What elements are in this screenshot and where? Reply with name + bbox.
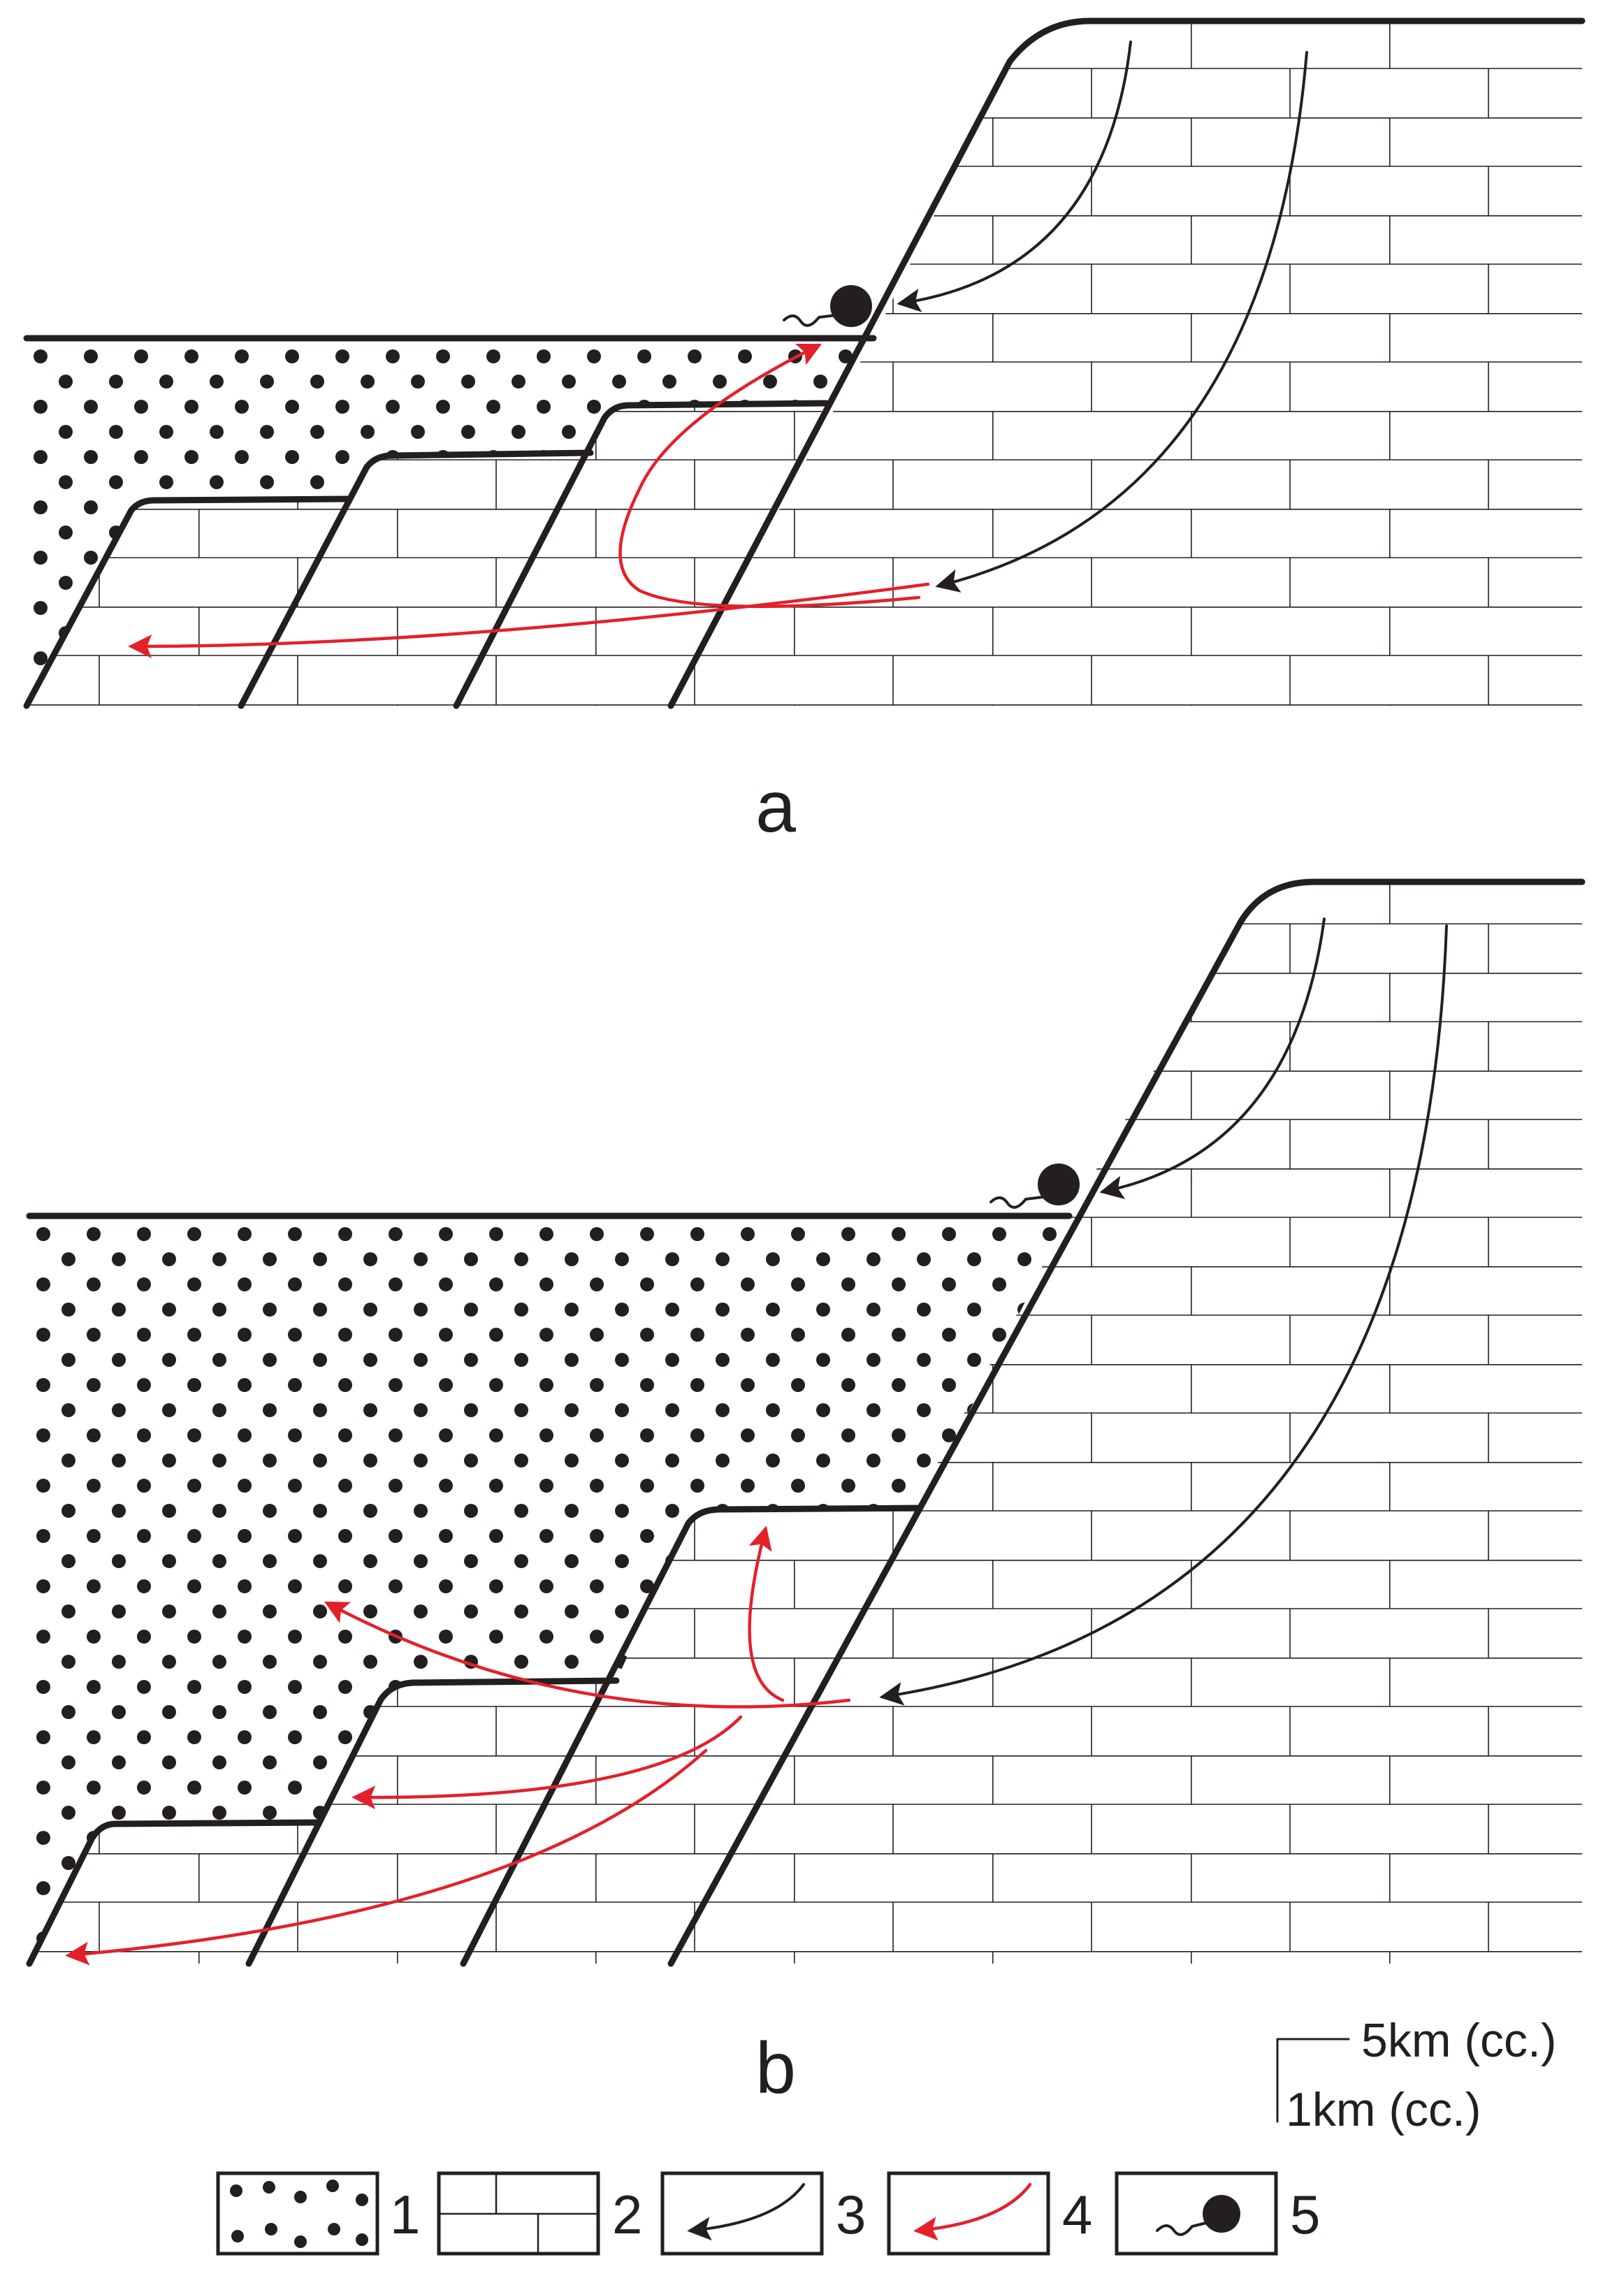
legend-item-2: 2 — [437, 2171, 642, 2256]
panel-a: a — [23, 17, 1586, 848]
normal-fault-b-2 — [245, 1677, 620, 1967]
legend-black-arrow-swatch — [687, 2183, 805, 2241]
legend: 1 2 3 4 5 — [216, 2171, 1320, 2256]
carbonate-platform-body-a — [671, 21, 1582, 706]
basin-sediment-b — [29, 1216, 1069, 1964]
red-flow-arrow-b-3 — [351, 1715, 743, 1810]
normal-fault-a-2 — [238, 449, 594, 709]
platform-margin-fault-b — [667, 878, 1586, 1967]
legend-dots-swatch — [230, 2180, 368, 2248]
legend-key-4: 4 — [1062, 2184, 1092, 2245]
platform-margin-fault-a — [667, 17, 1586, 709]
red-flow-arrow-b-1 — [324, 1601, 851, 1709]
basin-sediment-a — [27, 338, 873, 706]
normal-fault-a-3 — [453, 400, 829, 709]
legend-item-1: 1 — [216, 2171, 420, 2256]
fault-block-b-2 — [249, 1681, 616, 1964]
legend-key-1: 1 — [390, 2184, 420, 2245]
normal-fault-a-1 — [23, 495, 353, 709]
scale-vertical-label: 1km (cc.) — [1286, 2083, 1481, 2136]
spring-symbol-a — [783, 285, 872, 327]
red-flow-arrow-a-1 — [128, 582, 930, 658]
legend-brick-swatch — [439, 2173, 598, 2254]
spring-symbol-b — [989, 1164, 1080, 1209]
legend-spring-swatch — [1156, 2195, 1240, 2236]
legend-item-4: 4 — [887, 2171, 1092, 2256]
legend-key-2: 2 — [612, 2184, 642, 2245]
legend-item-5: 5 — [1115, 2171, 1320, 2256]
fault-block-b-3 — [463, 1508, 920, 1964]
fault-block-a-1 — [27, 499, 349, 706]
normal-fault-b-1 — [26, 1819, 321, 1967]
black-flow-arrow-a-2 — [935, 51, 1308, 593]
panel-label-a: a — [755, 767, 796, 848]
legend-red-arrow-swatch — [913, 2182, 1032, 2241]
black-flow-arrow-b-1 — [1099, 918, 1326, 1199]
red-flow-arrow-b-2 — [748, 1525, 785, 1702]
legend-key-3: 3 — [836, 2184, 866, 2245]
black-flow-arrow-a-1 — [897, 41, 1132, 312]
red-flow-arrow-a-2 — [618, 343, 921, 609]
scale-horizontal-label: 5km (cc.) — [1361, 2014, 1557, 2067]
scale-bar: 5km (cc.) 1km (cc.) — [1276, 2014, 1557, 2136]
black-flow-arrow-b-2 — [879, 925, 1448, 1706]
panel-b: b — [26, 878, 1586, 2109]
red-flow-arrow-b-4 — [65, 1748, 708, 1966]
legend-key-5: 5 — [1290, 2184, 1320, 2245]
normal-fault-b-3 — [460, 1505, 923, 1967]
fault-block-a-3 — [456, 403, 826, 706]
legend-item-3: 3 — [660, 2171, 866, 2256]
fault-block-b-1 — [29, 1822, 317, 1964]
panel-label-b: b — [755, 2028, 796, 2109]
